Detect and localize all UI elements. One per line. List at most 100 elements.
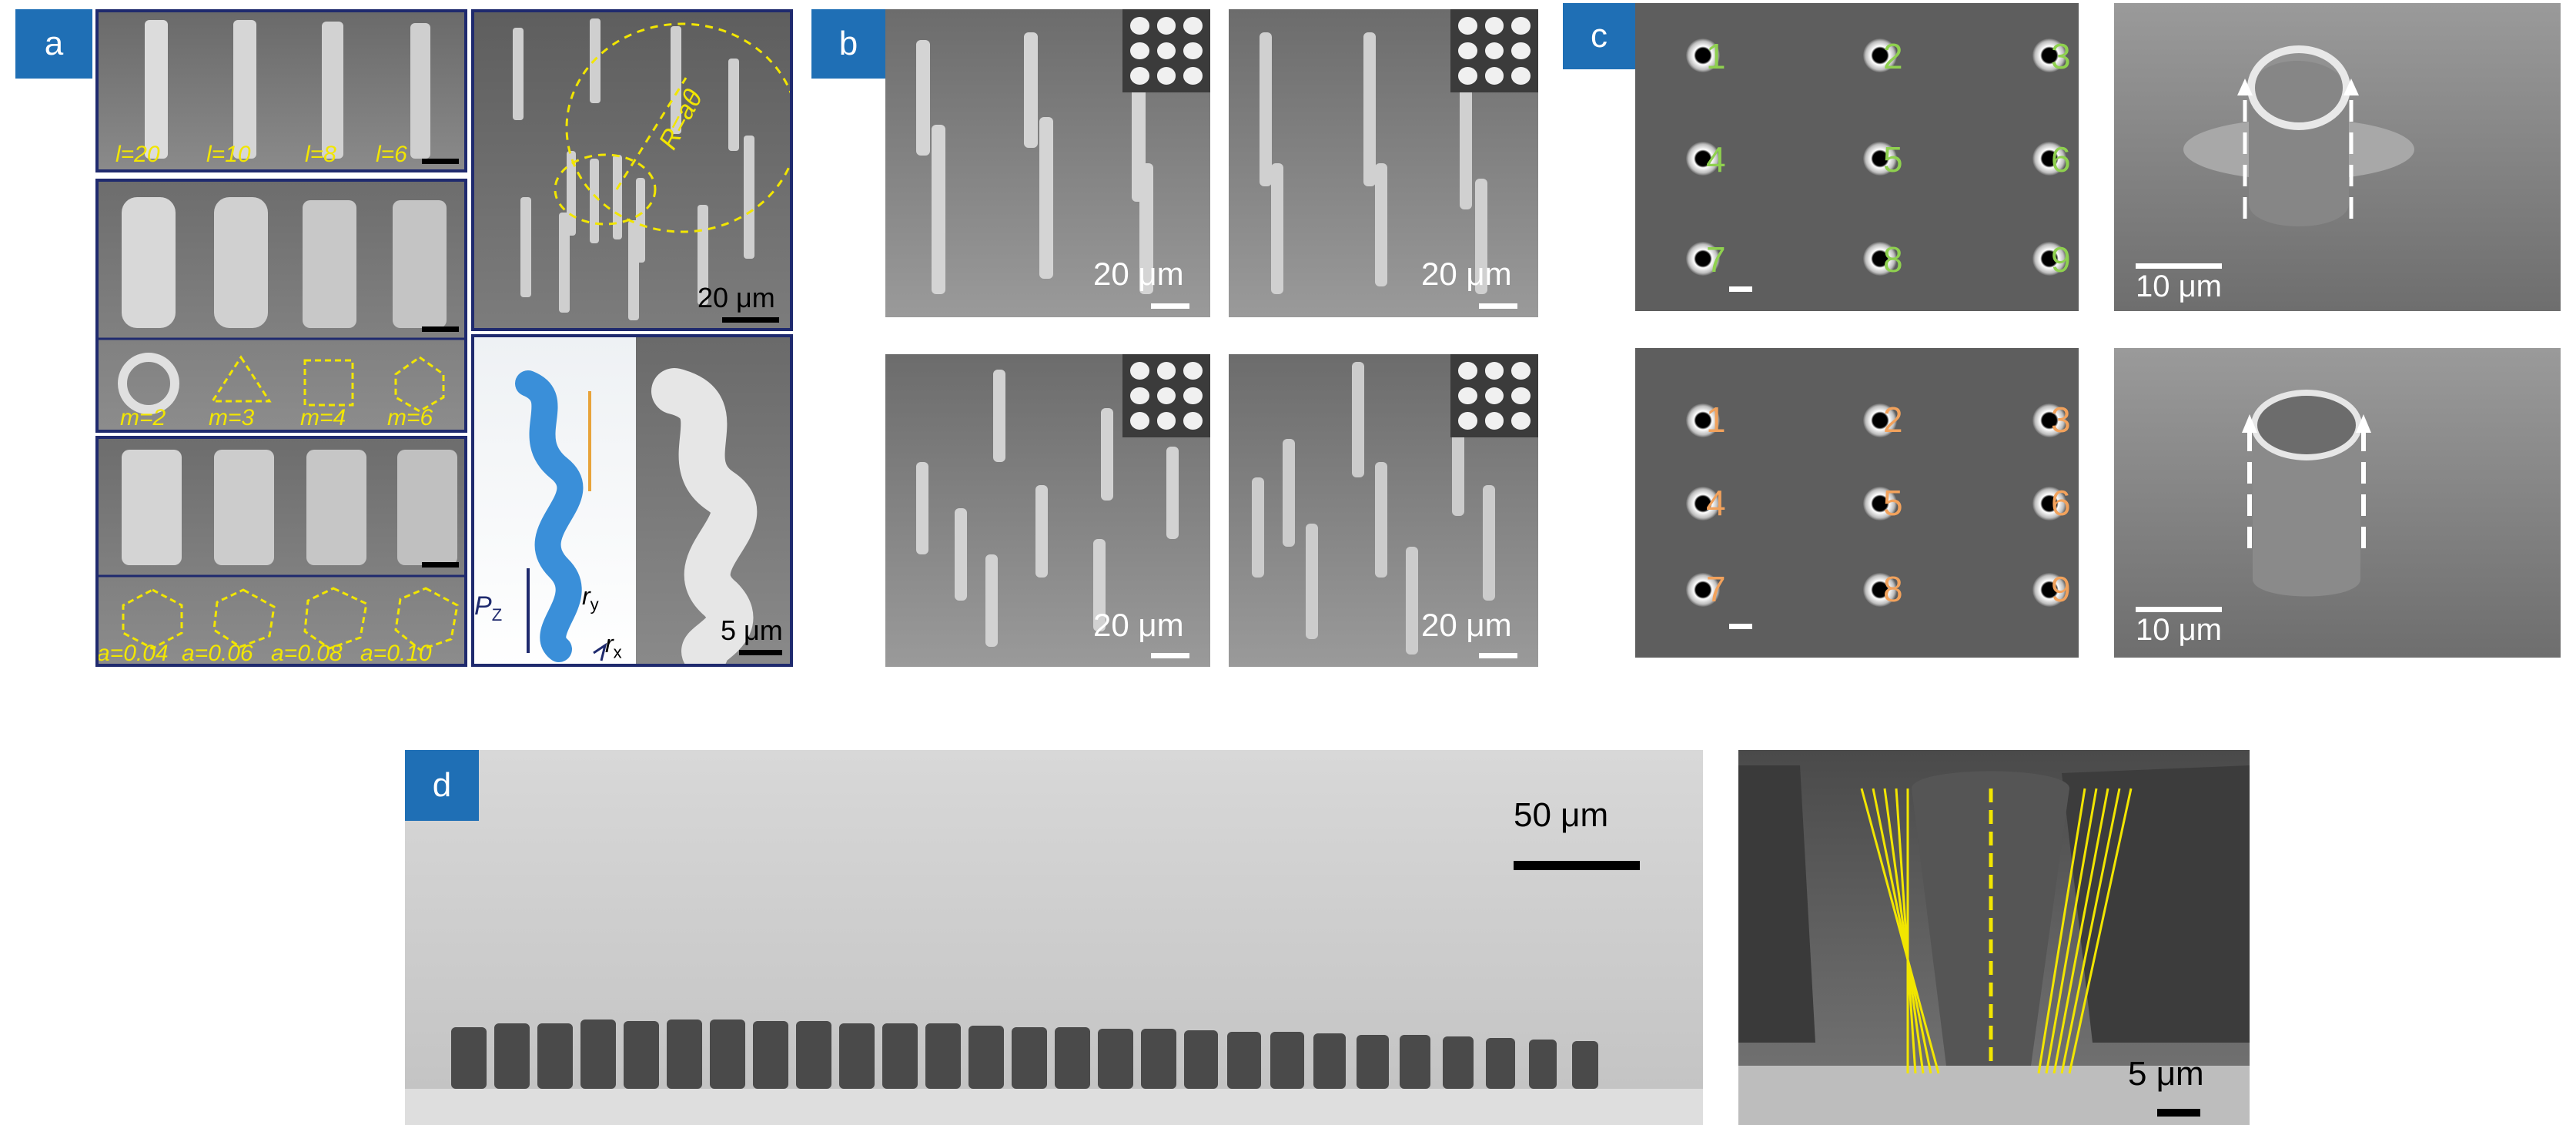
scale-label: 20 μm (1421, 607, 1512, 643)
m-label-1: m=2 (120, 405, 166, 430)
hole-number: 2 (1883, 36, 1903, 76)
inset-array (1122, 9, 1210, 92)
radius-x-subscript: x (613, 642, 622, 662)
pillar-outline (2242, 390, 2371, 597)
panel-a-tag: a (15, 9, 92, 79)
panel-d-tag: d (405, 750, 479, 821)
length-label-1: l=20 (115, 142, 160, 167)
hole (1863, 242, 1897, 276)
inset-array (1122, 354, 1210, 437)
hole (1863, 142, 1897, 176)
hole (2032, 403, 2066, 437)
scale-bar (1479, 653, 1517, 658)
scale-bar (1151, 303, 1189, 309)
panel-b-sem-2: 20 μm (1229, 9, 1538, 317)
panel-c-pillar-bottom: 10 μm (2114, 348, 2561, 658)
length-label-3: l=8 (305, 142, 336, 167)
panel-a-helix: PZ ry rx 5 μm (471, 334, 793, 667)
hole-number: 8 (1883, 239, 1903, 280)
scale-bar (2136, 263, 2222, 269)
hole (2032, 573, 2066, 607)
m-label-4: m=6 (387, 405, 433, 430)
radius-x-label: rx (605, 630, 622, 662)
scale-label: 5 μm (2128, 1055, 2204, 1093)
panel-d-array-wide: 50 μm (405, 750, 1703, 1125)
hole-number: 9 (2051, 569, 2071, 609)
hole-number: 1 (1706, 36, 1726, 76)
scale-bar (1514, 861, 1640, 870)
scale-bar (1729, 624, 1752, 629)
scale-label: 20 μm (1093, 607, 1184, 643)
inset-array (1450, 354, 1538, 437)
hole-number: 7 (1706, 239, 1726, 280)
hole-number: 3 (2051, 36, 2071, 76)
scale-bar (1729, 286, 1752, 292)
hole-number: 8 (1883, 569, 1903, 609)
panel-b-sem-1: 20 μm (885, 9, 1210, 317)
hole (1863, 39, 1897, 72)
panel-c-pillar-top: 10 μm (2114, 3, 2561, 311)
pillar-sketches (99, 450, 464, 651)
scale-bar (2157, 1109, 2200, 1117)
panel-c-tag: c (1563, 3, 1635, 69)
panel-a-length-series: l=20 l=10 l=8 l=6 (95, 9, 467, 172)
scale-bar (739, 650, 782, 655)
scale-label: 20 μm (1093, 256, 1184, 292)
hole (2032, 39, 2066, 72)
length-label-4: l=6 (376, 142, 407, 167)
hole-number: 3 (2051, 400, 2071, 440)
helix-scale-label: 5 μm (721, 614, 783, 646)
hole (1686, 573, 1720, 607)
pitch-symbol: P (474, 591, 492, 621)
hole-number: 9 (2051, 239, 2071, 280)
hole (1686, 142, 1720, 176)
hole (1863, 573, 1897, 607)
hole (1863, 403, 1897, 437)
scale-bar (722, 317, 779, 323)
scale-bar (422, 326, 459, 332)
hole-number: 6 (2051, 483, 2071, 523)
pillar-sketches (1260, 32, 1487, 294)
panel-a-spiral-array: R=aθ 20 μm (471, 9, 793, 331)
hole (1863, 487, 1897, 521)
scale-bar (422, 159, 459, 164)
radius-y-symbol: r (582, 582, 590, 610)
panel-c-hole-array-bottom: 1 2 3 4 5 6 7 8 9 (1635, 348, 2079, 658)
hole (2032, 142, 2066, 176)
m-label-2: m=3 (209, 405, 255, 430)
radius-y-label: ry (582, 582, 599, 614)
scale-bar (1479, 303, 1517, 309)
panel-a-a-series: a=0.04 a=0.06 a=0.08 a=0.10 (95, 436, 467, 667)
radius-y-subscript: y (590, 594, 599, 614)
pillar-sketches (145, 20, 430, 159)
hole (2032, 242, 2066, 276)
a-label-3: a=0.08 (271, 641, 343, 666)
hole-number: 7 (1706, 569, 1726, 609)
a-label-2: a=0.06 (182, 641, 253, 666)
hole-number: 1 (1706, 400, 1726, 440)
panel-d-pillar-closeup: 5 μm (1738, 750, 2250, 1125)
funnel-pillar (1738, 765, 2250, 1125)
hole-number: 5 (1883, 139, 1903, 179)
length-label-2: l=10 (206, 142, 251, 167)
panel-a-m-series: m=2 m=3 m=4 m=6 (95, 179, 467, 433)
scale-bar (422, 562, 459, 568)
panel-b-sem-4: 20 μm (1229, 354, 1538, 667)
panel-c-hole-array-top: 1 2 3 4 5 6 7 8 9 (1635, 3, 2079, 311)
hole-number: 4 (1706, 139, 1726, 179)
hole (1686, 403, 1720, 437)
scale-label: 50 μm (1514, 796, 1609, 834)
scale-label: 10 μm (2136, 613, 2222, 647)
a-label-4: a=0.10 (360, 641, 432, 666)
hole (2032, 487, 2066, 521)
scale-bar (2136, 607, 2222, 612)
pitch-subscript: Z (491, 604, 503, 624)
hole-number: 2 (1883, 400, 1903, 440)
pillar-sketches (99, 197, 464, 414)
pillar-sketches (916, 32, 1153, 294)
hole-number: 6 (2051, 139, 2071, 179)
inset-array (1450, 9, 1538, 92)
m-label-3: m=4 (300, 405, 346, 430)
panel-b-sem-3: 20 μm (885, 354, 1210, 667)
funnel-pillar-row (405, 1020, 1703, 1125)
